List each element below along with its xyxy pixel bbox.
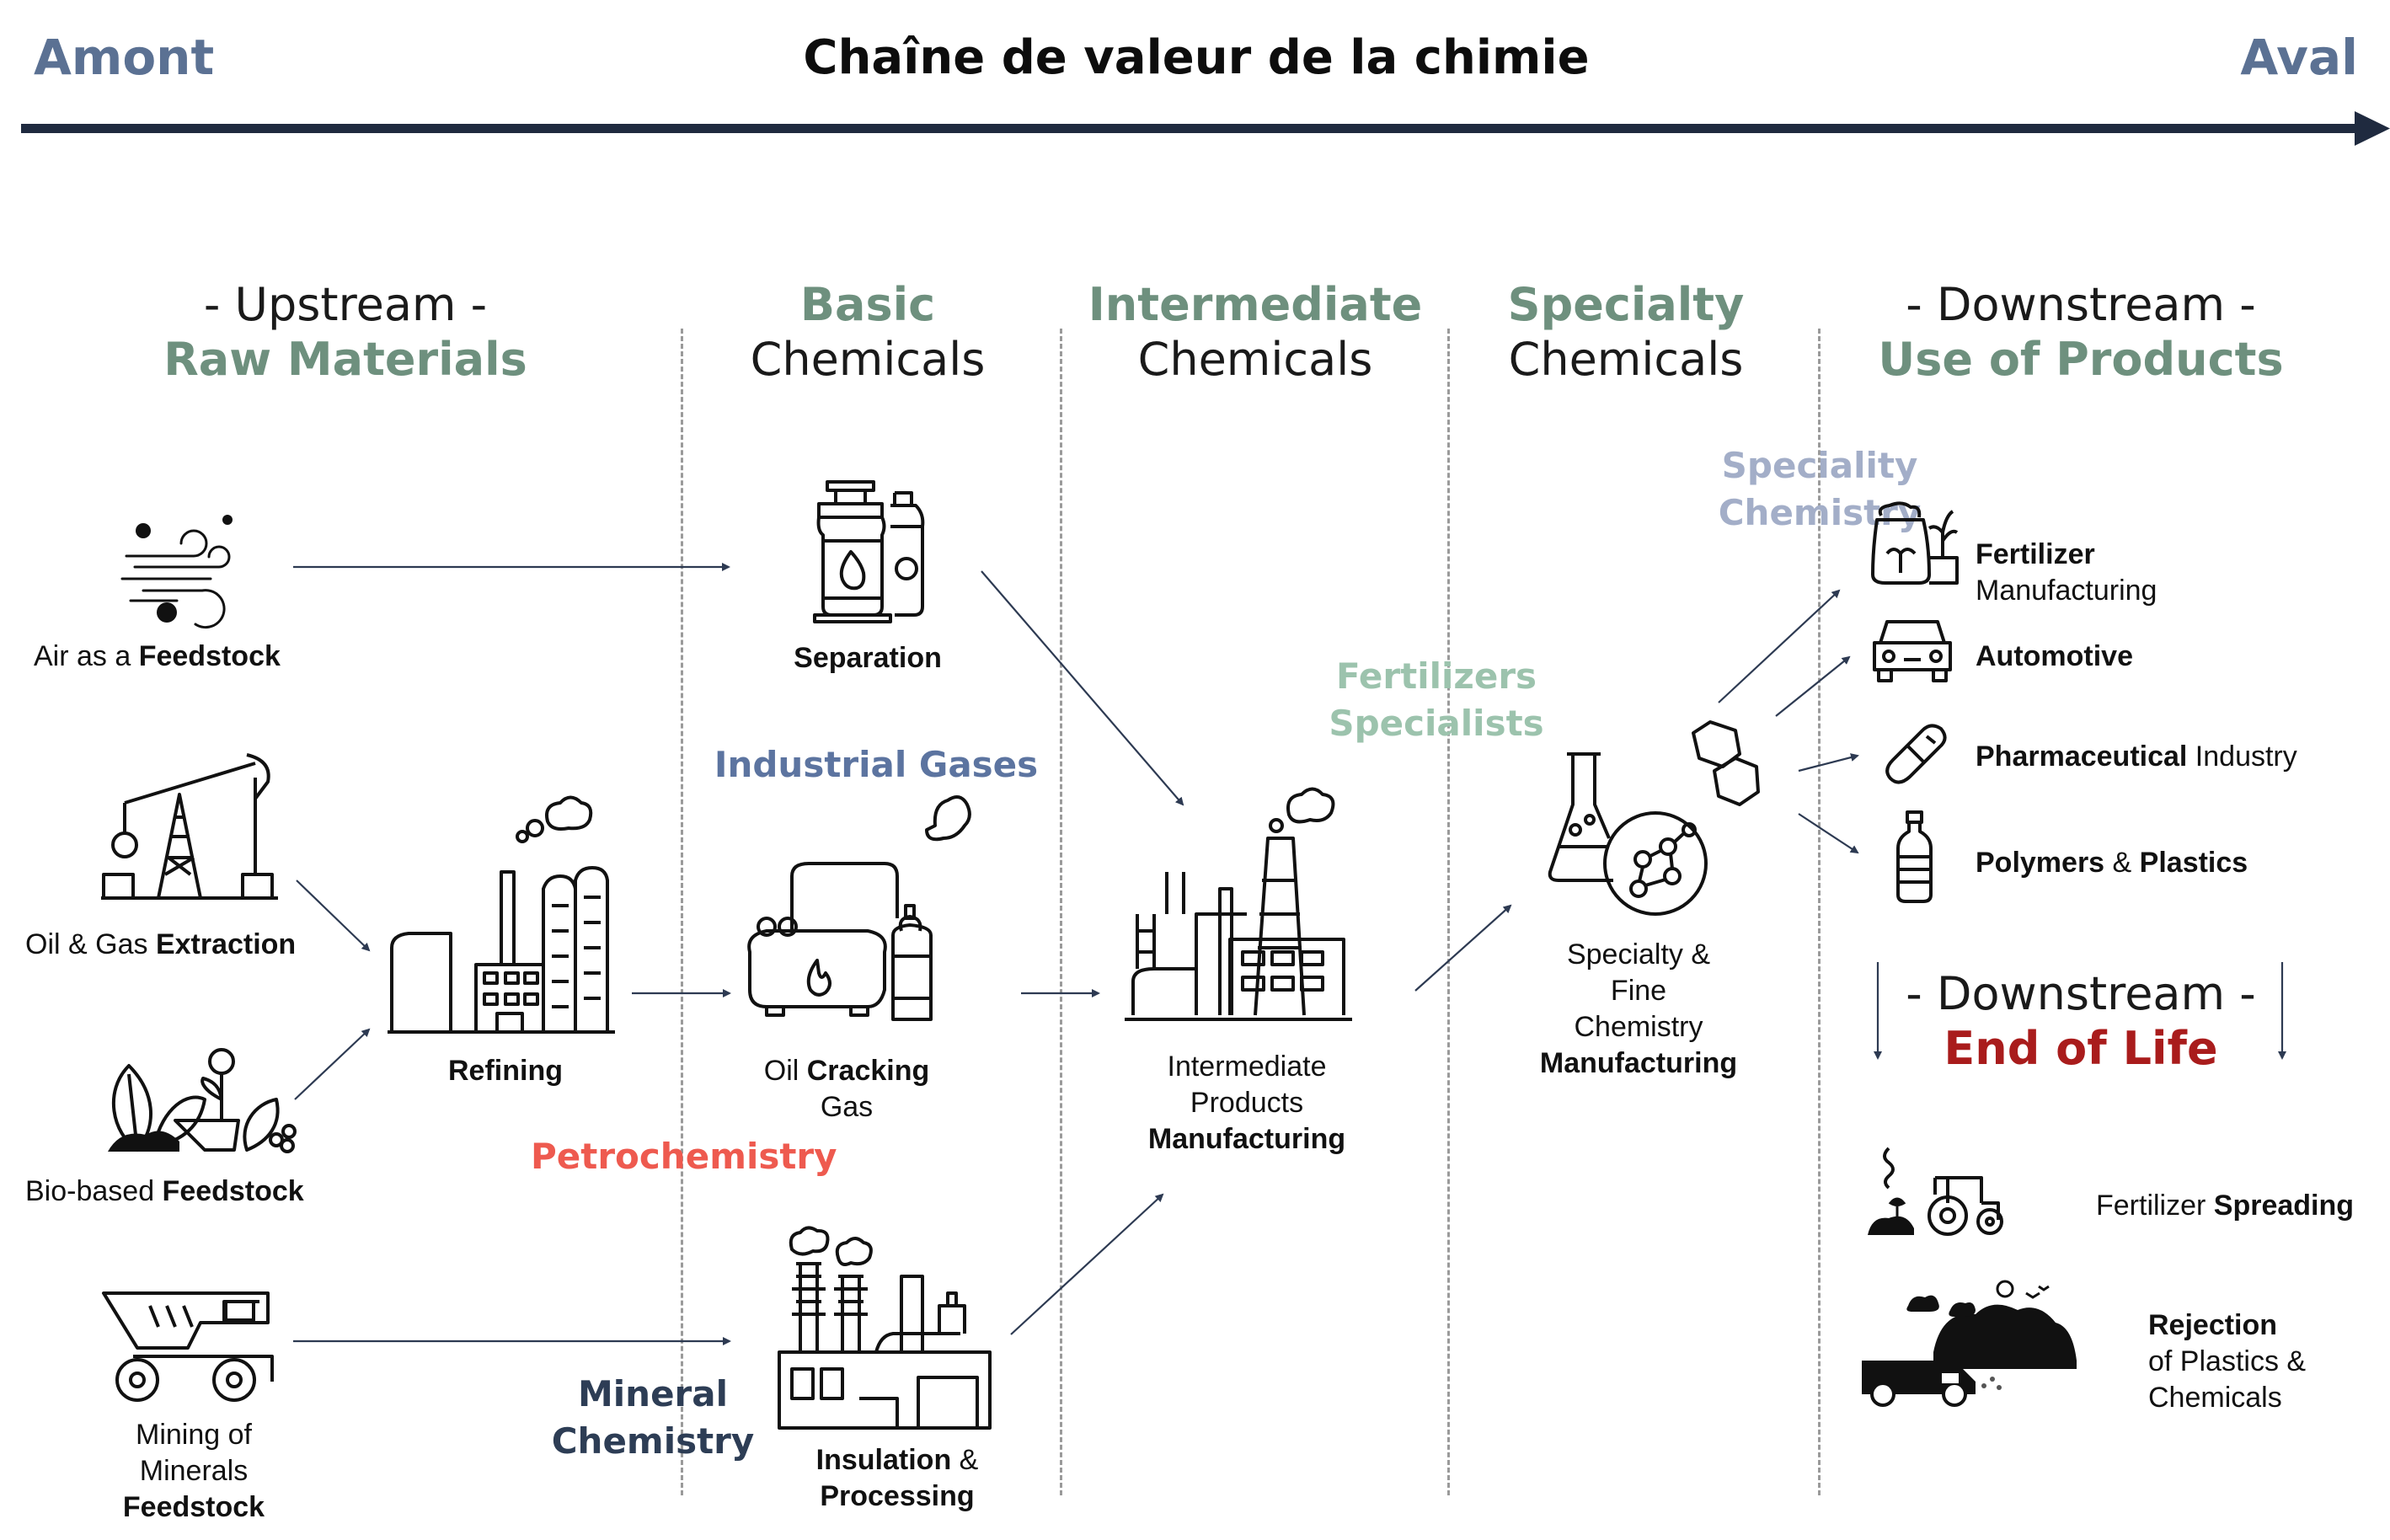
value-chain-arrow bbox=[21, 111, 2390, 146]
arrow-separation-to-intermediate bbox=[981, 570, 1184, 806]
fertilizer-manufacturing-label: Fertilizer Manufacturing bbox=[1976, 538, 2157, 607]
column-separator bbox=[1060, 329, 1062, 1495]
lab-flask-icon bbox=[1548, 720, 1760, 916]
column-downstream: - Downstream - Use of Products bbox=[1845, 278, 2317, 386]
capsule-icon bbox=[1885, 724, 1947, 784]
column-downstream-title: Use of Products bbox=[1878, 333, 2284, 386]
air-feedstock-label: Air as a Feedstock bbox=[34, 640, 281, 672]
specialty-fine-chemistry-label: Specialty & Fine Chemistry Manufacturing bbox=[1539, 938, 1738, 1079]
petrochemistry-category: Petrochemistry bbox=[531, 1136, 837, 1177]
fertilizer-spreading-label: Fertilizer Spreading bbox=[2096, 1190, 2355, 1222]
end-of-life-subtitle: - Downstream - bbox=[1906, 967, 2256, 1020]
column-specialty-subtitle: Chemicals bbox=[1508, 333, 1744, 386]
oil-pump-icon bbox=[101, 753, 278, 900]
gas-tank-icon bbox=[747, 795, 971, 1021]
car-icon bbox=[1873, 620, 1952, 682]
column-basic: Basic Chemicals bbox=[699, 278, 1036, 386]
arrow-oil-to-refining bbox=[296, 880, 371, 952]
end-of-life-title: End of Life bbox=[1944, 1022, 2218, 1075]
mining-feedstock-label: Mining of Minerals Feedstock bbox=[122, 1419, 265, 1523]
refinery-icon bbox=[388, 795, 615, 1034]
column-separator bbox=[1447, 329, 1450, 1495]
tractor-icon bbox=[1868, 1147, 2003, 1236]
oil-gas-extraction-label: Oil & Gas Extraction bbox=[25, 928, 297, 960]
end-of-life-header: - Downstream - End of Life bbox=[1879, 967, 2283, 1075]
column-intermediate: Intermediate Chemicals bbox=[1070, 278, 1441, 386]
column-separator bbox=[1818, 329, 1821, 1495]
arrow-specialty-to-fertilizer bbox=[1718, 589, 1841, 703]
mining-truck-icon bbox=[102, 1291, 274, 1402]
arrow-specialty-to-automotive bbox=[1775, 655, 1851, 717]
column-separator bbox=[681, 329, 683, 1495]
oil-cracking-gas-label: Oil Cracking Gas bbox=[763, 1055, 930, 1123]
page-title: Chaîne de valeur de la chimie bbox=[803, 30, 1590, 85]
insulation-processing-label: Insulation & Processing bbox=[815, 1444, 979, 1512]
column-upstream-subtitle: - Upstream - bbox=[203, 278, 488, 331]
polymers-plastics-label: Polymers & Plastics bbox=[1976, 847, 2248, 879]
downstream-direction-label: Aval bbox=[2240, 29, 2358, 86]
refining-label: Refining bbox=[448, 1055, 563, 1087]
column-upstream: - Upstream - Raw Materials bbox=[118, 278, 573, 386]
plants-icon bbox=[108, 1048, 297, 1153]
column-specialty-title: Specialty bbox=[1507, 278, 1745, 331]
column-basic-title: Basic bbox=[799, 278, 936, 331]
bio-feedstock-label: Bio-based Feedstock bbox=[25, 1175, 304, 1207]
mineral-chemistry-category: Mineral Chemistry bbox=[551, 1373, 755, 1462]
gas-cylinders-icon bbox=[813, 480, 925, 623]
pharmaceutical-label: Pharmaceutical Industry bbox=[1976, 741, 2297, 773]
arrow-specialty-to-polymers bbox=[1798, 813, 1859, 854]
wind-icon bbox=[120, 515, 233, 629]
arrow-insulation-to-intermediate bbox=[1010, 1193, 1164, 1335]
column-intermediate-subtitle: Chemicals bbox=[1137, 333, 1373, 386]
column-upstream-title: Raw Materials bbox=[163, 333, 527, 386]
rejection-label: Rejection of Plastics & Chemicals bbox=[2148, 1309, 2307, 1414]
processing-plant-icon bbox=[778, 1226, 992, 1430]
fertilizers-specialists-category: Fertilizers Specialists bbox=[1329, 655, 1544, 744]
factory-icon bbox=[1125, 787, 1352, 1021]
bottle-icon bbox=[1896, 810, 1933, 903]
column-basic-subtitle: Chemicals bbox=[750, 333, 986, 386]
column-intermediate-title: Intermediate bbox=[1088, 278, 1423, 331]
arrow-bio-to-refining bbox=[294, 1028, 371, 1100]
intermediate-products-label: Intermediate Products Manufacturing bbox=[1147, 1051, 1346, 1155]
column-specialty: Specialty Chemicals bbox=[1466, 278, 1786, 386]
column-downstream-subtitle: - Downstream - bbox=[1906, 278, 2256, 331]
arrow-specialty-to-pharma bbox=[1798, 753, 1859, 773]
garbage-truck-icon bbox=[1862, 1280, 2077, 1407]
industrial-gases-category: Industrial Gases bbox=[714, 744, 1039, 785]
upstream-direction-label: Amont bbox=[34, 29, 215, 86]
automotive-label: Automotive bbox=[1976, 640, 2133, 672]
speciality-chemistry-category: Speciality Chemistry bbox=[1718, 445, 1922, 533]
separation-label: Separation bbox=[794, 642, 942, 674]
fertilizer-bag-icon bbox=[1871, 501, 1959, 585]
arrow-intermediate-to-specialty bbox=[1414, 904, 1512, 992]
